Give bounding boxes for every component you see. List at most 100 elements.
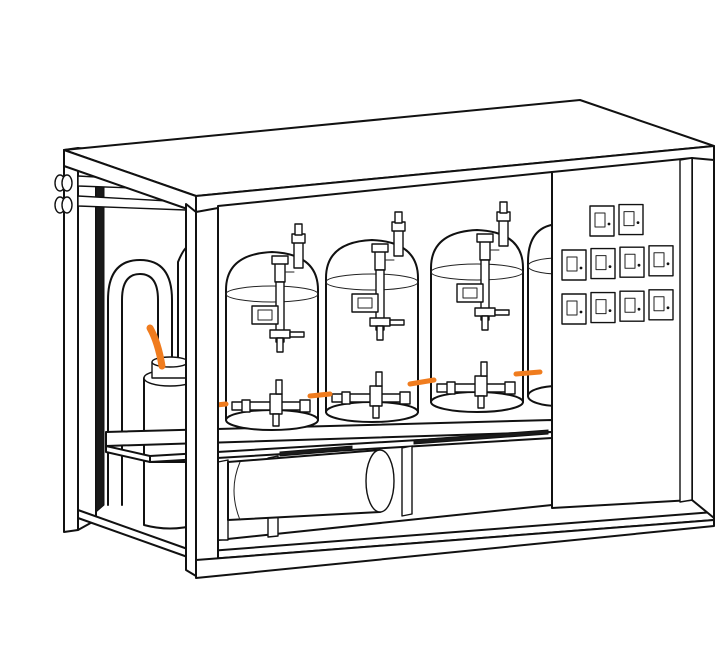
valve-stem bbox=[274, 261, 286, 283]
valve-handle-icon bbox=[146, 324, 166, 370]
gauge-housing bbox=[561, 293, 587, 325]
drain-pipe bbox=[276, 337, 284, 353]
gauge-display bbox=[566, 300, 578, 316]
vent-pipe bbox=[498, 219, 509, 247]
gauge-display bbox=[624, 297, 636, 313]
gauge-housing bbox=[618, 203, 644, 236]
gauge-housing bbox=[619, 246, 645, 278]
gauge-housing bbox=[589, 205, 615, 237]
valve-icon bbox=[269, 329, 291, 339]
side-port bbox=[494, 309, 510, 316]
gauge-display bbox=[595, 299, 607, 315]
gauge-box bbox=[589, 205, 615, 237]
indicator-dot bbox=[579, 266, 583, 270]
gauge-array bbox=[561, 203, 674, 325]
gauge-box bbox=[619, 246, 645, 278]
coupling bbox=[446, 381, 456, 395]
drain-pipe bbox=[477, 395, 485, 409]
pressure-vessel-icon bbox=[430, 201, 524, 413]
valve-icon bbox=[474, 307, 496, 317]
indicator-dot bbox=[579, 310, 583, 314]
gauge-display bbox=[594, 212, 606, 228]
manifold-block bbox=[251, 305, 279, 325]
control-panel bbox=[551, 157, 715, 519]
indicator-dot bbox=[666, 306, 670, 310]
vessel-seam bbox=[225, 285, 319, 303]
indicator-dot bbox=[666, 262, 670, 266]
vent-tip bbox=[294, 223, 303, 236]
valve-icon bbox=[269, 393, 283, 415]
side-port bbox=[389, 319, 405, 326]
vessel-seam bbox=[325, 273, 419, 291]
manifold-face bbox=[462, 287, 478, 299]
side-port bbox=[289, 331, 305, 338]
coupling bbox=[241, 399, 251, 413]
pressure-vessel-icon bbox=[325, 211, 419, 423]
indicator-dot bbox=[637, 263, 641, 267]
gauge-housing bbox=[590, 247, 616, 280]
pipe-segment-icon bbox=[407, 377, 437, 387]
drain-pipe bbox=[481, 315, 489, 331]
valve-icon bbox=[474, 375, 488, 397]
indicator-dot bbox=[637, 307, 641, 311]
gauge-display bbox=[595, 255, 607, 271]
gauge-box bbox=[648, 289, 674, 321]
gauge-box bbox=[590, 291, 616, 324]
gauge-display bbox=[653, 296, 665, 312]
frame-front-left-post bbox=[185, 203, 219, 577]
vessel-group bbox=[203, 201, 589, 431]
valve-stem bbox=[479, 239, 491, 261]
gauge-housing bbox=[619, 290, 645, 322]
horizontal-filter bbox=[227, 449, 395, 521]
valve-icon bbox=[369, 385, 383, 407]
gauge-box bbox=[619, 290, 645, 322]
vent-tip bbox=[499, 201, 508, 214]
gauge-stem bbox=[480, 361, 488, 377]
gauge-box bbox=[561, 249, 587, 281]
valve-stem bbox=[374, 249, 386, 271]
coupling bbox=[504, 381, 516, 395]
gauge-display bbox=[623, 211, 635, 227]
valve-icon bbox=[369, 317, 391, 327]
indicator-dot bbox=[607, 222, 611, 226]
coupling bbox=[299, 399, 311, 413]
manifold-block bbox=[351, 293, 379, 313]
gauge-box bbox=[590, 247, 616, 280]
manifold-face bbox=[257, 309, 273, 321]
gauge-box bbox=[561, 293, 587, 325]
vent-pipe bbox=[293, 241, 304, 269]
gauge-display bbox=[653, 252, 665, 268]
gauge-display bbox=[566, 256, 578, 272]
pipe-segment-icon bbox=[513, 369, 543, 377]
valve-icon bbox=[476, 233, 494, 243]
gauge-housing bbox=[561, 249, 587, 281]
vent-tip bbox=[394, 211, 403, 224]
drain-pipe bbox=[272, 413, 280, 427]
drain-pipe bbox=[372, 405, 380, 419]
manifold-block bbox=[456, 283, 484, 303]
coupling bbox=[341, 391, 351, 405]
gauge-stem bbox=[275, 379, 283, 395]
gauge-housing bbox=[648, 289, 674, 321]
pipe-segment-icon bbox=[307, 391, 333, 399]
brine-tank bbox=[107, 244, 197, 530]
drain-pipe bbox=[376, 325, 384, 341]
gauge-display bbox=[624, 253, 636, 269]
valve-icon bbox=[271, 255, 289, 265]
valve-icon bbox=[371, 243, 389, 253]
manifold-face bbox=[357, 297, 373, 309]
vent-pipe bbox=[393, 229, 404, 257]
vessel-seam bbox=[430, 263, 524, 281]
gauge-housing bbox=[590, 291, 616, 324]
gauge-housing bbox=[648, 245, 674, 277]
indicator-dot bbox=[608, 265, 612, 268]
pressure-vessel-icon bbox=[225, 223, 319, 431]
indicator-dot bbox=[608, 309, 612, 312]
gauge-box bbox=[648, 245, 674, 277]
gauge-stem bbox=[375, 371, 383, 387]
indicator-dot bbox=[636, 221, 640, 225]
gauge-box bbox=[618, 203, 644, 236]
coupling bbox=[399, 391, 411, 405]
